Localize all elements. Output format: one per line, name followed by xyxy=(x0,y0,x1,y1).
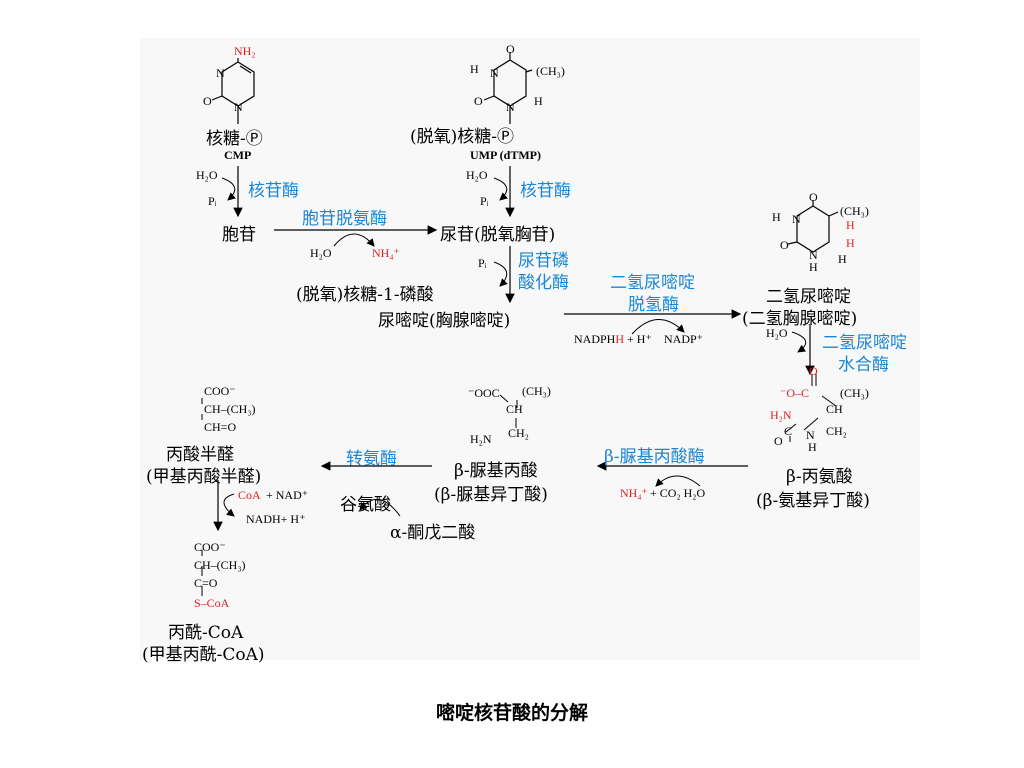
co2-h2o-label: + CO₂ H₂O xyxy=(650,486,706,500)
ump-o2-label: O xyxy=(474,94,483,108)
ump-h3-label: H xyxy=(470,62,479,76)
dhpd-enzyme-2: 脱氢酶 xyxy=(628,295,679,315)
cytidine-label: 胞苷 xyxy=(222,225,256,245)
pc-coo-label: COO⁻ xyxy=(194,540,226,554)
dhph-enzyme-2: 水合酶 xyxy=(838,355,889,375)
dhu-o4-label: O xyxy=(809,190,818,204)
h2o-cofactor-2: H₂O xyxy=(466,168,488,182)
diagram-panel xyxy=(140,38,920,660)
beta-ureidoisobutyrate-label: (β-脲基异丁酸) xyxy=(434,485,548,505)
ureido-o-label: O xyxy=(809,364,818,378)
ump-o4-label: O xyxy=(506,42,515,56)
nadh-product: NADH+ H⁺ xyxy=(246,512,306,526)
methylpropionyl-coa-label: (甲基丙酰-CoA) xyxy=(142,645,265,665)
ureido-c-label: C xyxy=(784,424,793,438)
ribose-1-phosphate-label: (脱氧)核糖-1-磷酸 xyxy=(296,285,434,305)
dhpd-enzyme-1: 二氢尿嘧啶 xyxy=(610,273,695,293)
ureido-h-label: H xyxy=(808,440,817,454)
dhu-ch3-label: (CH₃) xyxy=(840,204,869,218)
ms-ch-label: CH–(CH₃) xyxy=(204,402,256,416)
ms-cho-label: CH=O xyxy=(204,420,237,434)
ump-n1-label: N xyxy=(506,100,515,114)
alpha-ketoglutarate-label: α-酮戊二酸 xyxy=(390,523,476,543)
ureido-carboxylate-label: ⁻O–C xyxy=(780,386,810,400)
dihydrouracil-label: 二氢尿嘧啶 xyxy=(766,287,851,307)
dihydrothymine-label: (二氢胸腺嘧啶) xyxy=(742,309,858,329)
ba-ch3-label: (CH₃) xyxy=(522,384,551,398)
dhu-h1-label: H xyxy=(809,260,818,274)
coa-cofactor: CoA xyxy=(238,488,261,502)
ureido-ch3-label: (CH₃) xyxy=(840,386,869,400)
ump-n3-label: N xyxy=(490,66,499,80)
dhu-h5-label: H xyxy=(846,218,855,232)
dhph-enzyme-1: 二氢尿嘧啶 xyxy=(822,333,907,353)
dhu-h6-label: H xyxy=(846,236,855,250)
h2o-cofactor-4: H₂O xyxy=(766,326,788,340)
ba-coo-label: ⁻OOC xyxy=(468,386,500,400)
dhu-o2-label: O xyxy=(780,238,789,252)
h2o-cofactor: H₂O xyxy=(196,168,218,182)
ureido-ch2-label: CH₂ xyxy=(826,424,847,438)
cmp-n1-label: N xyxy=(234,100,243,114)
cmp-o2-label: O xyxy=(203,94,212,108)
h2o-cofactor-3: H₂O xyxy=(310,246,332,260)
transaminase-enzyme: 转氨酶 xyxy=(346,449,397,469)
nadph-cofactor: NADPHH + H⁺ xyxy=(574,332,652,346)
nucleosidase-enzyme-2: 核苷酶 xyxy=(520,181,571,201)
pi-cofactor-2: Pᵢ xyxy=(480,194,489,208)
nad-cofactor: + NAD⁺ xyxy=(266,488,309,502)
dhu-n1-label: N xyxy=(809,248,818,262)
nh4-product-2: NH₄⁺ xyxy=(620,486,648,500)
ump-h6-label: H xyxy=(534,94,543,108)
ureido-n-label: N xyxy=(806,428,815,442)
methylmalonic-semialdehyde-label: (甲基丙酸半醛) xyxy=(146,467,262,487)
cmp-n3-label: N xyxy=(216,66,225,80)
propionyl-coa-label: 丙酰-CoA xyxy=(168,623,244,643)
uracil-label: 尿嘧啶(胸腺嘧啶) xyxy=(378,311,511,331)
figure-caption: 嘧啶核苷酸的分解 xyxy=(435,702,588,724)
dhu-h6b-label: H xyxy=(838,252,847,266)
ump-ch3-label: (CH₃) xyxy=(536,64,565,78)
dihydrouracil-ring xyxy=(787,200,839,253)
ms-coo-label: COO⁻ xyxy=(204,384,236,398)
dhu-n3-label: N xyxy=(792,212,801,226)
uridine-label: 尿苷(脱氧胸苷) xyxy=(440,225,556,245)
pc-c-label: C=O xyxy=(194,576,218,590)
beta-alanine-label: β-丙氨酸 xyxy=(786,467,853,487)
uridine-phosphorylase-enzyme-1: 尿苷磷 xyxy=(518,251,569,271)
pi-cofactor-3: Pᵢ xyxy=(478,256,487,270)
ump-sugar-label: (脱氧)核糖-Ⓟ xyxy=(410,127,515,147)
ump-label: UMP (dTMP) xyxy=(470,148,541,162)
pc-ch-label: CH–(CH₃) xyxy=(194,558,246,572)
cmp-ring xyxy=(211,58,255,124)
ureido-h2n-label: H₂N xyxy=(770,408,792,422)
beta-aminoisobutyrate-label: (β-氨基异丁酸) xyxy=(756,491,870,511)
ba-ch-label: CH xyxy=(506,402,523,416)
ba-ch2-label: CH₂ xyxy=(508,426,529,440)
chain-bonds xyxy=(201,374,837,596)
ureido-o2-label: O xyxy=(774,434,783,448)
cmp-nh2-label: NH₂ xyxy=(234,44,256,58)
ureido-ch-label: CH xyxy=(826,402,843,416)
ump-ring xyxy=(483,52,533,124)
ba-h2n-label: H₂N xyxy=(470,432,492,446)
nadp-cofactor: NADP⁺ xyxy=(664,332,704,346)
uridine-phosphorylase-enzyme-2: 酸化酶 xyxy=(518,273,569,293)
nh4-product: NH₄⁺ xyxy=(372,246,400,260)
beta-ureidopropionate-label: β-脲基丙酸 xyxy=(454,461,538,481)
dhu-h3-label: H xyxy=(772,210,781,224)
glutamate-label: 谷氨酸 xyxy=(340,495,391,515)
cytidine-deaminase-enzyme: 胞苷脱氨酶 xyxy=(302,209,387,229)
cmp-sugar-label: 核糖-Ⓟ xyxy=(206,129,263,149)
ureidopropionase-enzyme: β-脲基丙酸酶 xyxy=(604,447,705,467)
nucleosidase-enzyme: 核苷酶 xyxy=(248,181,299,201)
cmp-label: CMP xyxy=(224,148,252,162)
pi-cofactor: Pᵢ xyxy=(208,194,217,208)
malonic-semialdehyde-label: 丙酸半醛 xyxy=(166,445,234,465)
pc-s-coa-label: S–CoA xyxy=(194,596,230,610)
